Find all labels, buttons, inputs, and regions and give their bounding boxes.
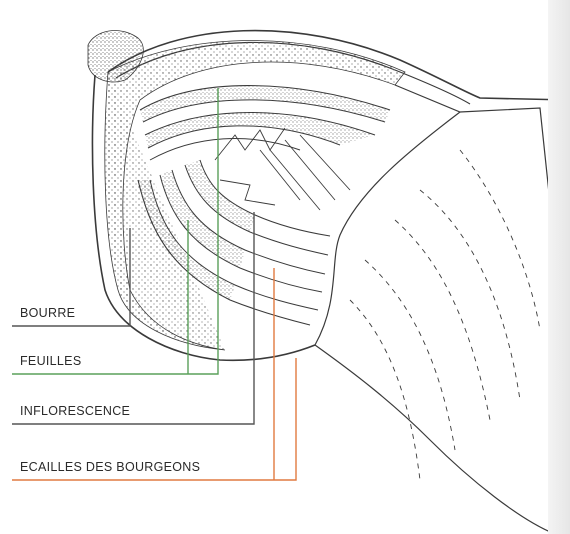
label-inflorescence: INFLORESCENCE bbox=[20, 404, 130, 418]
page-edge-shadow bbox=[548, 0, 570, 534]
label-bourre: BOURRE bbox=[20, 306, 75, 320]
label-ecailles-des-bourgeons: ECAILLES DES BOURGEONS bbox=[20, 460, 200, 474]
label-feuilles: FEUILLES bbox=[20, 354, 81, 368]
stem-base bbox=[315, 85, 555, 534]
